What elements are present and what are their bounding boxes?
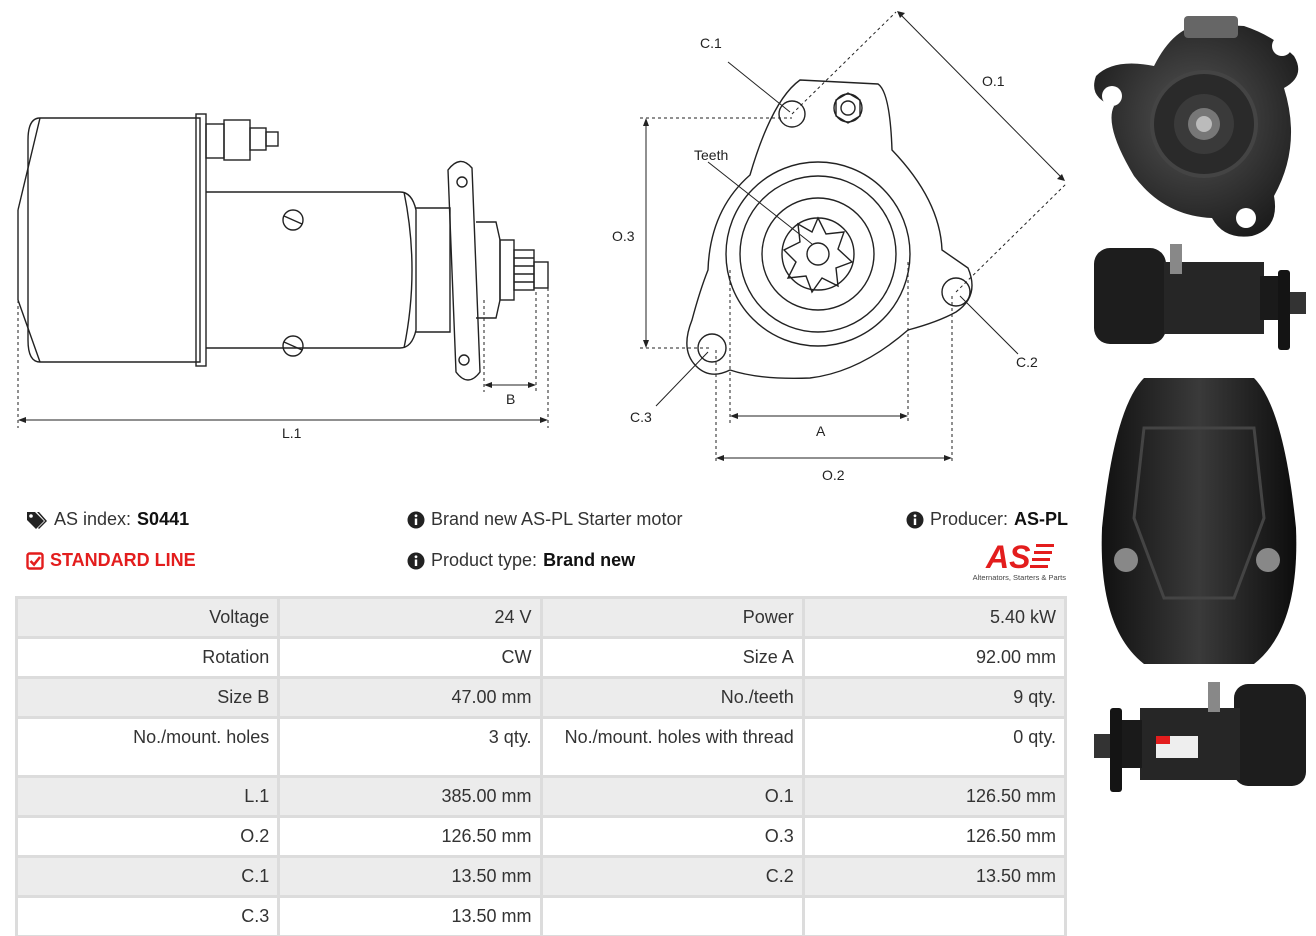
spec-value: 3 qty. <box>280 719 540 775</box>
tags-icon <box>27 511 47 529</box>
dim-label-c3: C.3 <box>630 409 652 425</box>
as-index-value: S0441 <box>137 509 190 529</box>
spec-label: C.1 <box>18 858 278 895</box>
spec-value: 13.50 mm <box>280 898 540 935</box>
description: Brand new AS-PL Starter motor <box>407 509 682 530</box>
spec-value: 0 qty. <box>804 719 1064 775</box>
product-photo-label[interactable] <box>1084 678 1314 802</box>
product-line: STANDARD LINE <box>26 550 196 571</box>
producer-value: AS-PL <box>1014 509 1069 529</box>
spec-label: No./mount. holes with thread <box>542 719 802 775</box>
spec-label: C.2 <box>542 858 802 895</box>
logo-text: AS <box>985 539 1031 575</box>
spec-label: No./mount. holes <box>18 719 278 775</box>
dim-label-teeth: Teeth <box>694 147 728 163</box>
logo-tagline: Alternators, Starters & Parts <box>973 573 1067 582</box>
dim-label-o3: O.3 <box>612 228 635 244</box>
table-row: Rotation CW Size A 92.00 mm <box>18 639 1064 676</box>
product-type: Product type: Brand new <box>407 550 635 571</box>
product-photo-top[interactable] <box>1084 368 1314 668</box>
brand-logo: AS Alternators, Starters & Parts <box>960 538 1070 584</box>
spec-value <box>804 898 1064 935</box>
spec-value: 13.50 mm <box>280 858 540 895</box>
spec-value: 13.50 mm <box>804 858 1064 895</box>
dim-label-o2: O.2 <box>822 467 845 483</box>
table-row: C.3 13.50 mm <box>18 898 1064 935</box>
spec-label: C.3 <box>18 898 278 935</box>
spec-value: 47.00 mm <box>280 679 540 716</box>
product-line-text: STANDARD LINE <box>50 550 196 570</box>
specs-table: Voltage 24 V Power 5.40 kW Rotation CW S… <box>15 596 1067 936</box>
dim-label-o1: O.1 <box>982 73 1005 89</box>
spec-value: 92.00 mm <box>804 639 1064 676</box>
info-circle-icon <box>906 511 924 528</box>
product-type-value: Brand new <box>543 550 636 570</box>
spec-label: O.2 <box>18 818 278 855</box>
dim-label-c1: C.1 <box>700 35 722 51</box>
front-view-drawing: C.1 O.1 Teeth O.3 C.2 C.3 A O.2 <box>600 0 1090 490</box>
spec-value: 5.40 kW <box>804 599 1064 636</box>
table-row: C.1 13.50 mm C.2 13.50 mm <box>18 858 1064 895</box>
spec-value: 385.00 mm <box>280 778 540 815</box>
as-index: AS index: S0441 <box>26 509 189 530</box>
spec-label: Power <box>542 599 802 636</box>
description-text: Brand new AS-PL Starter motor <box>431 509 683 529</box>
spec-label: O.3 <box>542 818 802 855</box>
table-row: Voltage 24 V Power 5.40 kW <box>18 599 1064 636</box>
side-view-drawing: B L.1 <box>0 0 600 460</box>
spec-label <box>542 898 802 935</box>
table-row: L.1 385.00 mm O.1 126.50 mm <box>18 778 1064 815</box>
spec-value: 126.50 mm <box>280 818 540 855</box>
spec-label: Size B <box>18 679 278 716</box>
producer: Producer: AS-PL <box>906 509 1068 530</box>
spec-label: No./teeth <box>542 679 802 716</box>
spec-label: Size A <box>542 639 802 676</box>
info-circle-icon <box>407 552 425 569</box>
table-row: No./mount. holes 3 qty. No./mount. holes… <box>18 719 1064 775</box>
table-row: O.2 126.50 mm O.3 126.50 mm <box>18 818 1064 855</box>
spec-value: 126.50 mm <box>804 778 1064 815</box>
check-square-icon <box>26 551 44 570</box>
product-photo-front[interactable] <box>1084 6 1314 242</box>
spec-value: 24 V <box>280 599 540 636</box>
spec-value: 9 qty. <box>804 679 1064 716</box>
spec-label: L.1 <box>18 778 278 815</box>
product-photo-side[interactable] <box>1084 240 1314 354</box>
dim-label-c2: C.2 <box>1016 354 1038 370</box>
spec-label: Voltage <box>18 599 278 636</box>
dim-label-l1: L.1 <box>282 425 302 441</box>
dim-label-a: A <box>816 423 826 439</box>
spec-value: CW <box>280 639 540 676</box>
spec-label: O.1 <box>542 778 802 815</box>
producer-label: Producer: <box>930 509 1009 529</box>
as-index-label: AS index: <box>54 509 132 529</box>
product-type-label: Product type: <box>431 550 538 570</box>
spec-value: 126.50 mm <box>804 818 1064 855</box>
table-row: Size B 47.00 mm No./teeth 9 qty. <box>18 679 1064 716</box>
info-circle-icon <box>407 511 425 528</box>
spec-label: Rotation <box>18 639 278 676</box>
dim-label-b: B <box>506 391 515 407</box>
